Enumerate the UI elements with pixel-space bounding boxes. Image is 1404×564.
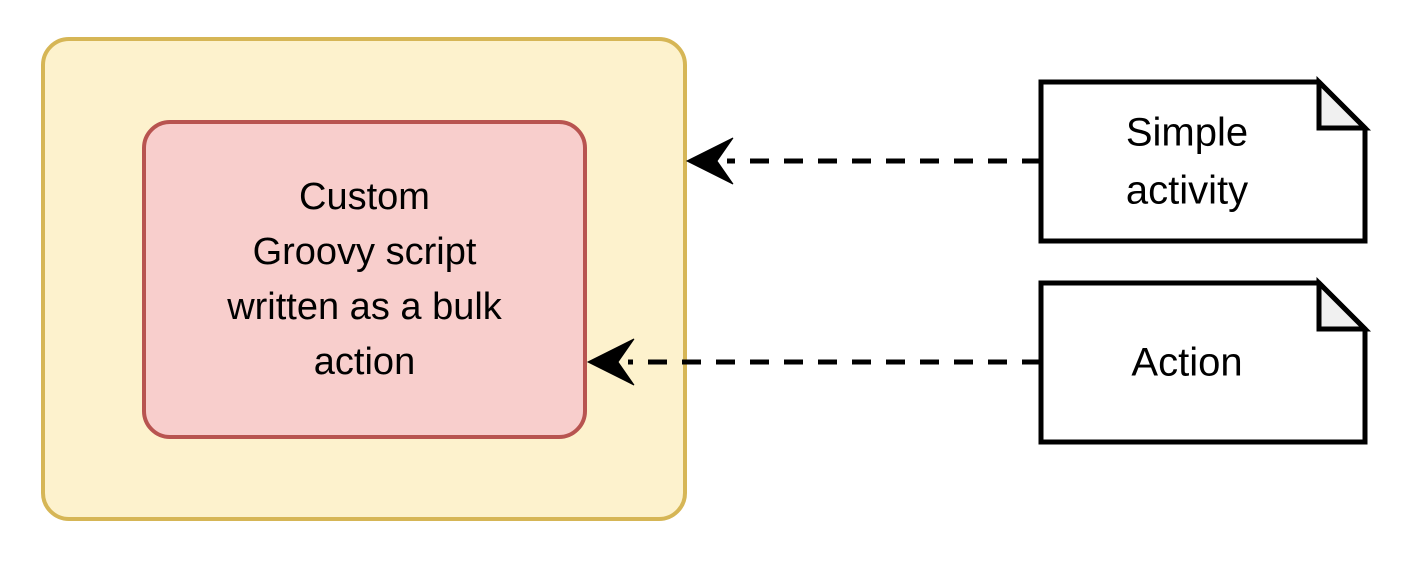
- arrowhead-left-icon: [586, 338, 635, 386]
- arrowhead-left-icon: [685, 137, 734, 185]
- groovy-script-box-rect[interactable]: [142, 120, 587, 439]
- note-simple-activity-fold-corner-icon: [1316, 75, 1372, 131]
- connector-action-to-groovy-box[interactable]: [586, 338, 1044, 386]
- note-action-label: Action: [1131, 340, 1242, 384]
- note-action-fold-corner-icon: [1316, 276, 1372, 332]
- connector-simple-activity-to-container[interactable]: [685, 137, 1044, 185]
- note-action[interactable]: Action: [1038, 276, 1372, 445]
- note-simple-activity-body[interactable]: [1038, 79, 1368, 244]
- note-action-body[interactable]: [1038, 280, 1368, 445]
